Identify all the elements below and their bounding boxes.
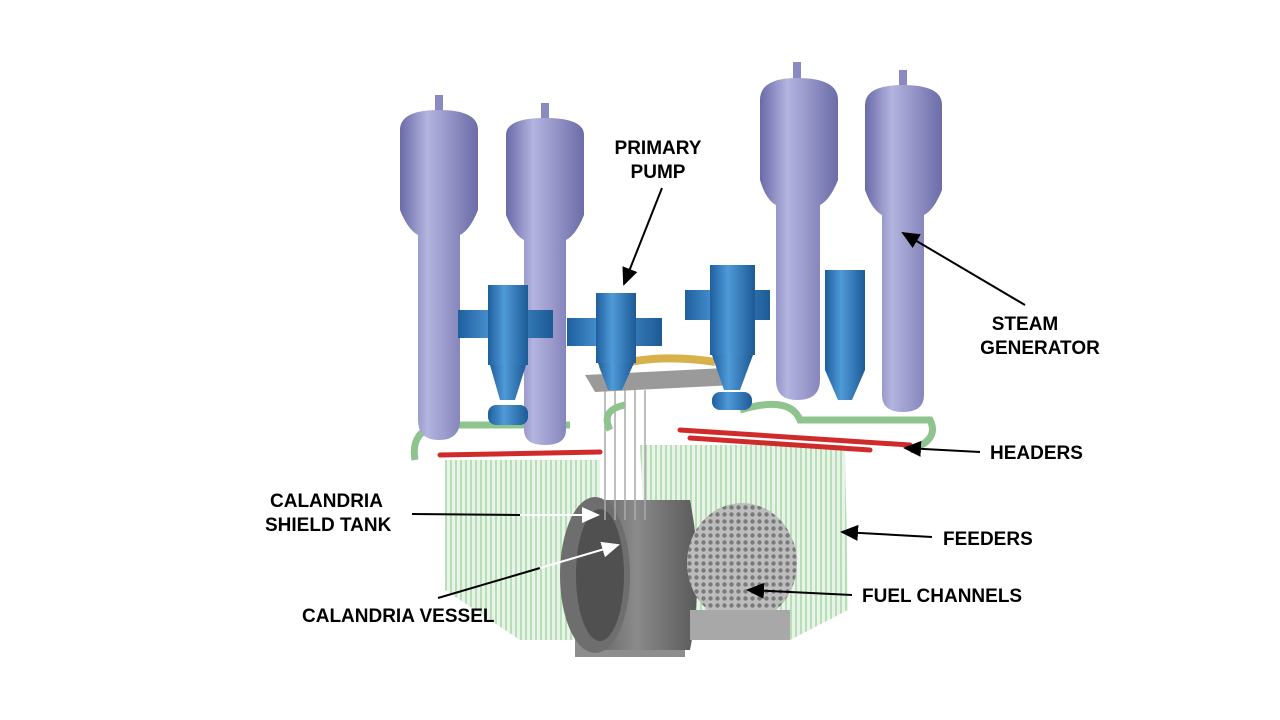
svg-text:FUEL CHANNELS: FUEL CHANNELS xyxy=(862,586,1022,607)
svg-text:HEADERS: HEADERS xyxy=(990,443,1083,464)
svg-text:STEAM: STEAM xyxy=(992,314,1059,335)
primary-pump-4 xyxy=(825,270,865,400)
label-fuel-channels: FUEL CHANNELS xyxy=(746,582,1022,607)
fuel-channels xyxy=(687,503,797,640)
svg-text:CALANDRIA VESSEL: CALANDRIA VESSEL xyxy=(302,606,495,627)
primary-pump-2 xyxy=(567,293,662,390)
label-calandria-shield-tank: CALANDRIA SHIELD TANK xyxy=(265,491,600,536)
svg-text:GENERATOR: GENERATOR xyxy=(980,338,1100,359)
steam-generators xyxy=(400,62,942,445)
svg-text:PUMP: PUMP xyxy=(631,162,686,183)
label-primary-pump: PRIMARY PUMP xyxy=(615,138,702,286)
svg-text:PRIMARY: PRIMARY xyxy=(615,138,702,159)
steam-generator-3 xyxy=(760,62,838,400)
calandria-vessel xyxy=(560,497,698,657)
headers xyxy=(437,427,913,458)
svg-text:CALANDRIA: CALANDRIA xyxy=(270,491,383,512)
label-feeders: FEEDERS xyxy=(840,524,1033,550)
label-calandria-vessel: CALANDRIA VESSEL xyxy=(302,541,620,627)
svg-text:SHIELD TANK: SHIELD TANK xyxy=(265,515,392,536)
primary-pump-1 xyxy=(458,285,553,425)
label-headers: HEADERS xyxy=(903,440,1083,464)
steam-generator-4 xyxy=(865,70,942,412)
primary-pump-3 xyxy=(685,265,770,410)
label-steam-generator: STEAM GENERATOR xyxy=(901,231,1100,359)
steam-generator-2 xyxy=(506,103,584,445)
svg-text:FEEDERS: FEEDERS xyxy=(943,529,1033,550)
primary-pumps xyxy=(458,265,865,425)
steam-generator-1 xyxy=(400,95,478,440)
